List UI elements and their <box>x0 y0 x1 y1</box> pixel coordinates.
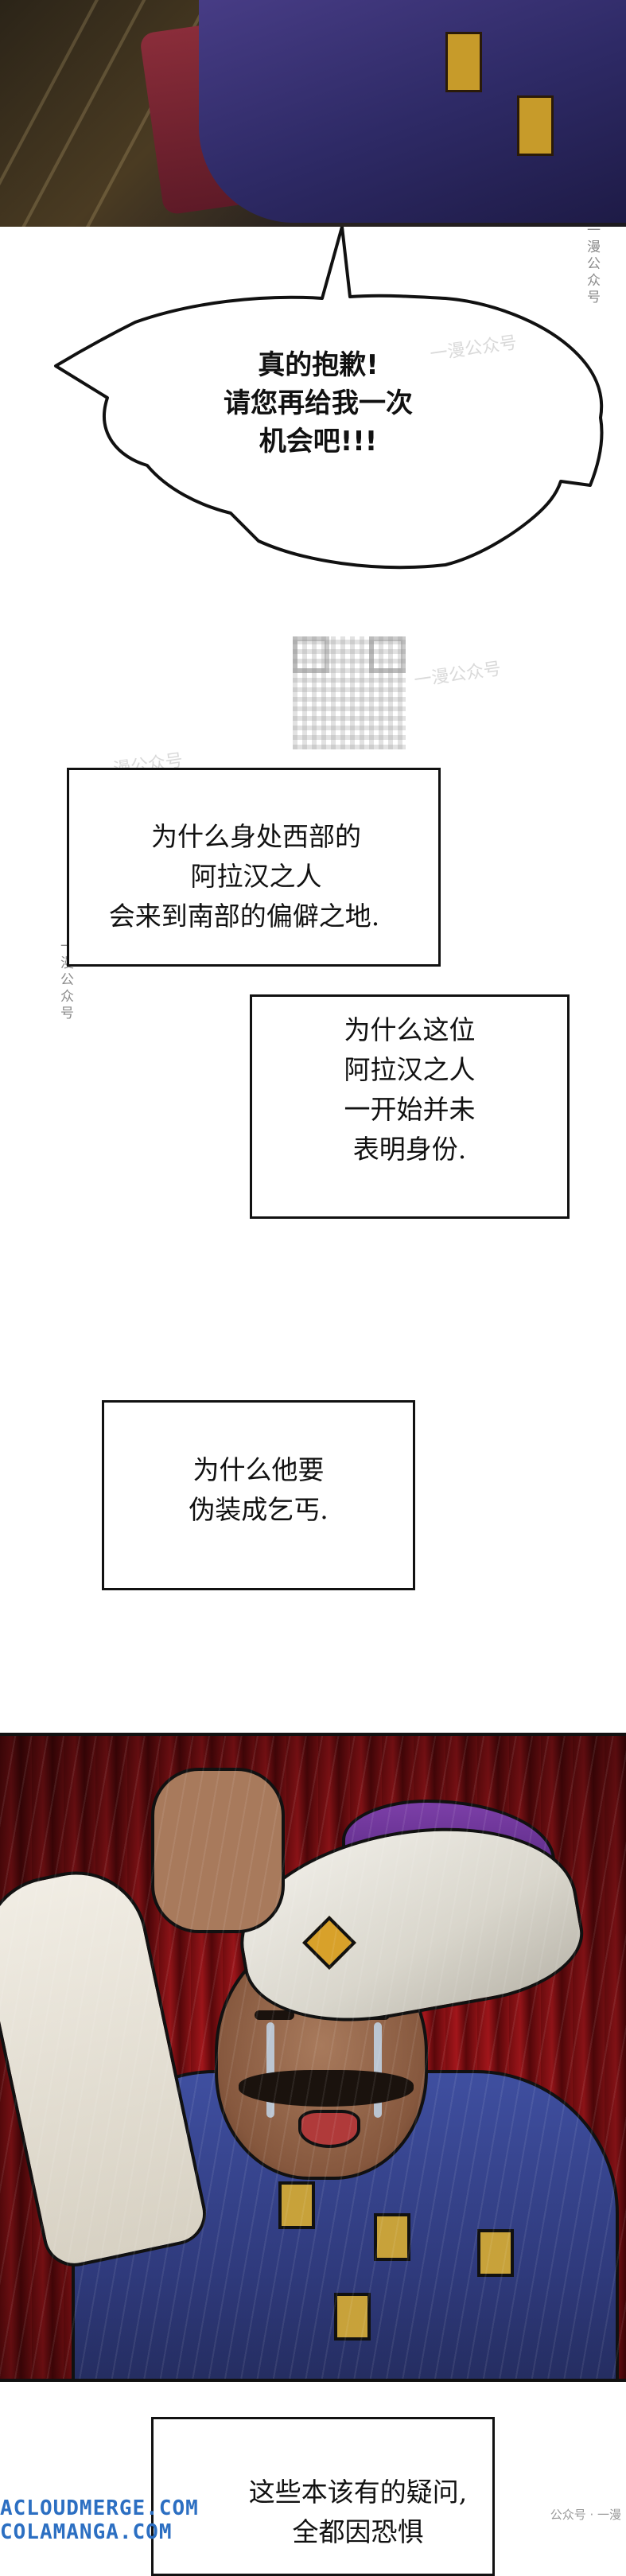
source-line: ACLOUDMERGE.COM <box>0 2496 199 2520</box>
top-panel-scene <box>0 0 626 227</box>
bubble-line: 机会吧!!! <box>259 426 378 457</box>
tear-streak <box>374 2022 382 2118</box>
gold-ornament <box>517 95 554 156</box>
narration-box-2-text: 为什么这位 阿拉汉之人 一开始并未 表明身份. <box>262 1010 557 1169</box>
raised-hand <box>151 1768 285 1933</box>
wechat-watermark: 公众号 · 一漫 <box>550 2508 621 2522</box>
source-line: COLAMANGA.COM <box>0 2520 173 2544</box>
robe-badge <box>477 2229 514 2277</box>
narration-line: 为什么这位 <box>344 1014 476 1045</box>
narration-line: 这些本该有的疑问, <box>248 2477 468 2508</box>
narration-line: 一开始并未 <box>344 1094 476 1125</box>
narration-line: 为什么他要 <box>192 1454 325 1485</box>
qr-code-watermark <box>293 636 406 749</box>
narration-line: 伪装成乞丐. <box>189 1494 329 1525</box>
narration-box-4-text: 这些本该有的疑问, 全都因恐惧 <box>159 2473 501 2552</box>
speech-bubble-text: 真的抱歉! 请您再给我一次 机会吧!!! <box>151 346 485 461</box>
mustache <box>239 2070 414 2107</box>
purple-robe <box>199 0 626 223</box>
bubble-line: 请您再给我一次 <box>224 387 413 419</box>
source-watermark: ACLOUDMERGE.COM COLAMANGA.COM <box>0 2496 199 2544</box>
bubble-line: 真的抱歉! <box>258 349 379 381</box>
narration-box-1 <box>67 768 441 967</box>
left-eye <box>255 2010 294 2020</box>
narration-box-3-text: 为什么他要 伪装成乞丐. <box>107 1450 410 1530</box>
narration-box-3 <box>102 1400 415 1590</box>
narration-box-4 <box>151 2417 495 2576</box>
crying-character-panel <box>0 1733 626 2382</box>
narration-line: 会来到南部的偏僻之地. <box>108 901 380 932</box>
speech-bubble-shape <box>54 225 604 570</box>
robe-badge <box>374 2213 410 2261</box>
robe-badge <box>278 2181 315 2229</box>
light-streak <box>0 0 114 227</box>
motion-lines <box>0 1736 626 2379</box>
narration-line: 阿拉汉之人 <box>344 1054 476 1085</box>
faint-watermark: 一漫公众号 <box>413 659 503 691</box>
narration-box-1-text: 为什么身处西部的 阿拉汉之人 会来到南部的偏僻之地. <box>73 817 439 936</box>
narration-line: 表明身份. <box>352 1134 467 1165</box>
narration-box-2 <box>250 994 570 1219</box>
watermark-vertical: 一漫公众号 <box>584 223 600 306</box>
open-mouth <box>298 2110 360 2148</box>
narration-line: 阿拉汉之人 <box>190 861 322 892</box>
gold-ornament <box>445 32 482 92</box>
narration-line: 为什么身处西部的 <box>151 821 361 852</box>
narration-line: 全都因恐惧 <box>292 2516 424 2547</box>
speech-bubble <box>0 225 626 601</box>
tear-streak <box>266 2022 274 2118</box>
robe-badge <box>334 2293 371 2341</box>
